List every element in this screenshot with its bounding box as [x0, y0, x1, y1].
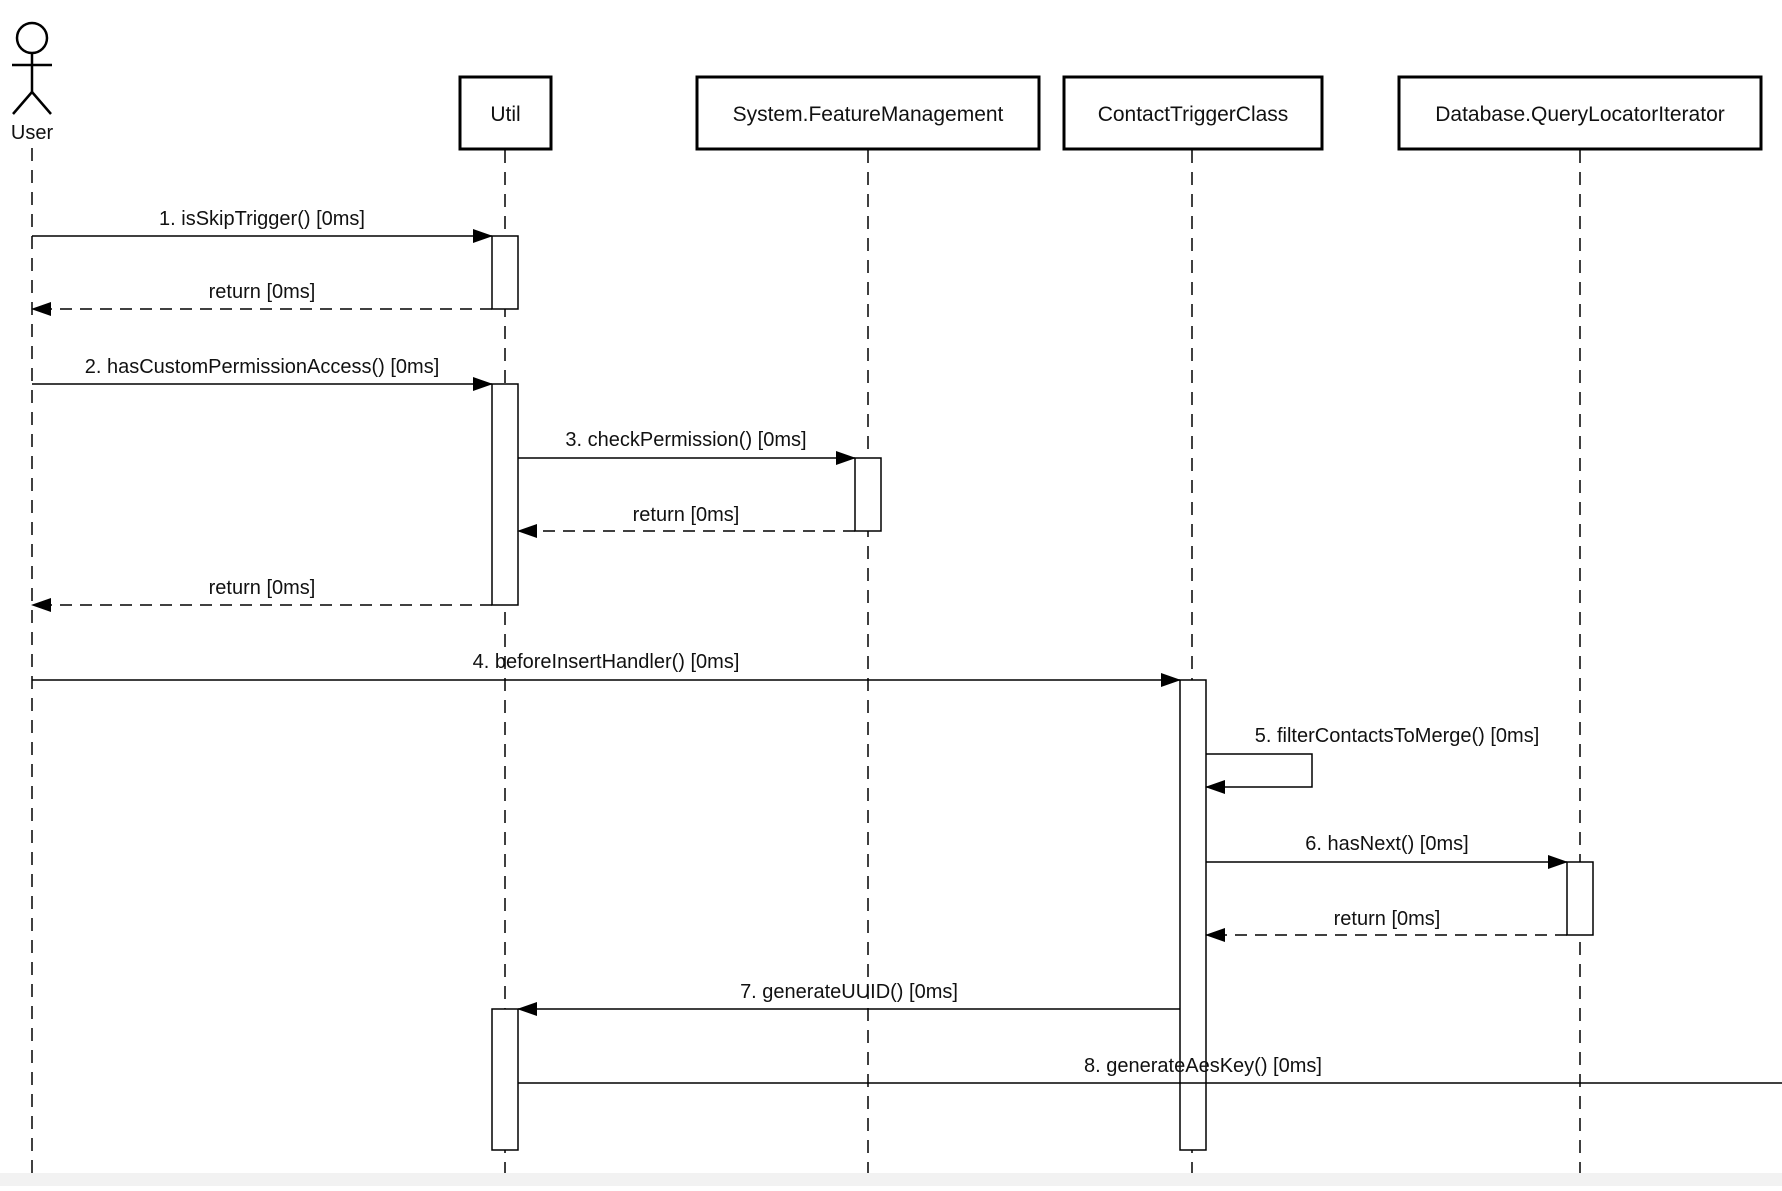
return-message-2: return [0ms]: [31, 577, 492, 612]
message-label: 5. filterContactsToMerge() [0ms]: [1255, 725, 1540, 747]
participant-query-locator-iterator: Database.QueryLocatorIterator: [1397, 75, 1763, 151]
message-2: 2. hasCustomPermissionAccess() [0ms]: [32, 356, 493, 391]
participant-util: Util: [458, 75, 553, 151]
scroll-area-edge: [0, 1173, 1782, 1186]
message-label: return [0ms]: [633, 504, 740, 526]
message-4: 4. beforeInsertHandler() [0ms]: [32, 651, 1181, 687]
stick-figure-icon: [12, 21, 52, 115]
participant-label: Util: [490, 103, 520, 126]
message-label: return [0ms]: [1334, 908, 1441, 930]
message-label: return [0ms]: [209, 577, 316, 599]
participant-label: ContactTriggerClass: [1098, 103, 1289, 126]
message-label: 7. generateUUID() [0ms]: [740, 981, 958, 1003]
message-3: 3. checkPermission() [0ms]: [518, 429, 856, 465]
message-6: 6. hasNext() [0ms]: [1206, 833, 1568, 869]
message-label: 1. isSkipTrigger() [0ms]: [159, 208, 365, 230]
activation-contact-trigger-class: [1179, 679, 1207, 1151]
message-7: 7. generateUUID() [0ms]: [517, 981, 1180, 1016]
return-message-1: return [0ms]: [31, 281, 492, 316]
message-5-self-call: 5. filterContactsToMerge() [0ms]: [1205, 725, 1540, 794]
actor-user: User: [11, 21, 54, 144]
participant-label: System.FeatureManagement: [733, 103, 1004, 126]
return-message-3: return [0ms]: [517, 504, 855, 538]
message-8: 8. generateAesKey() [0ms]: [518, 1055, 1782, 1084]
participant-feature-management: System.FeatureManagement: [695, 75, 1041, 151]
activation-util-3: [491, 1008, 519, 1151]
activation-query-locator-iterator: [1566, 861, 1594, 936]
activation-util-1: [491, 235, 519, 310]
message-label: return [0ms]: [209, 281, 316, 303]
activation-util-2: [491, 383, 519, 606]
return-message-6: return [0ms]: [1205, 908, 1567, 942]
message-label: 6. hasNext() [0ms]: [1305, 833, 1468, 855]
participant-label: Database.QueryLocatorIterator: [1435, 103, 1725, 126]
actor-label: User: [11, 122, 54, 144]
message-1: 1. isSkipTrigger() [0ms]: [32, 208, 493, 243]
message-label: 4. beforeInsertHandler() [0ms]: [473, 651, 740, 673]
message-label: 8. generateAesKey() [0ms]: [1084, 1055, 1322, 1077]
participant-contact-trigger-class: ContactTriggerClass: [1062, 75, 1324, 151]
activation-feature-management: [854, 457, 882, 532]
message-label: 2. hasCustomPermissionAccess() [0ms]: [85, 356, 440, 378]
message-label: 3. checkPermission() [0ms]: [565, 429, 806, 451]
